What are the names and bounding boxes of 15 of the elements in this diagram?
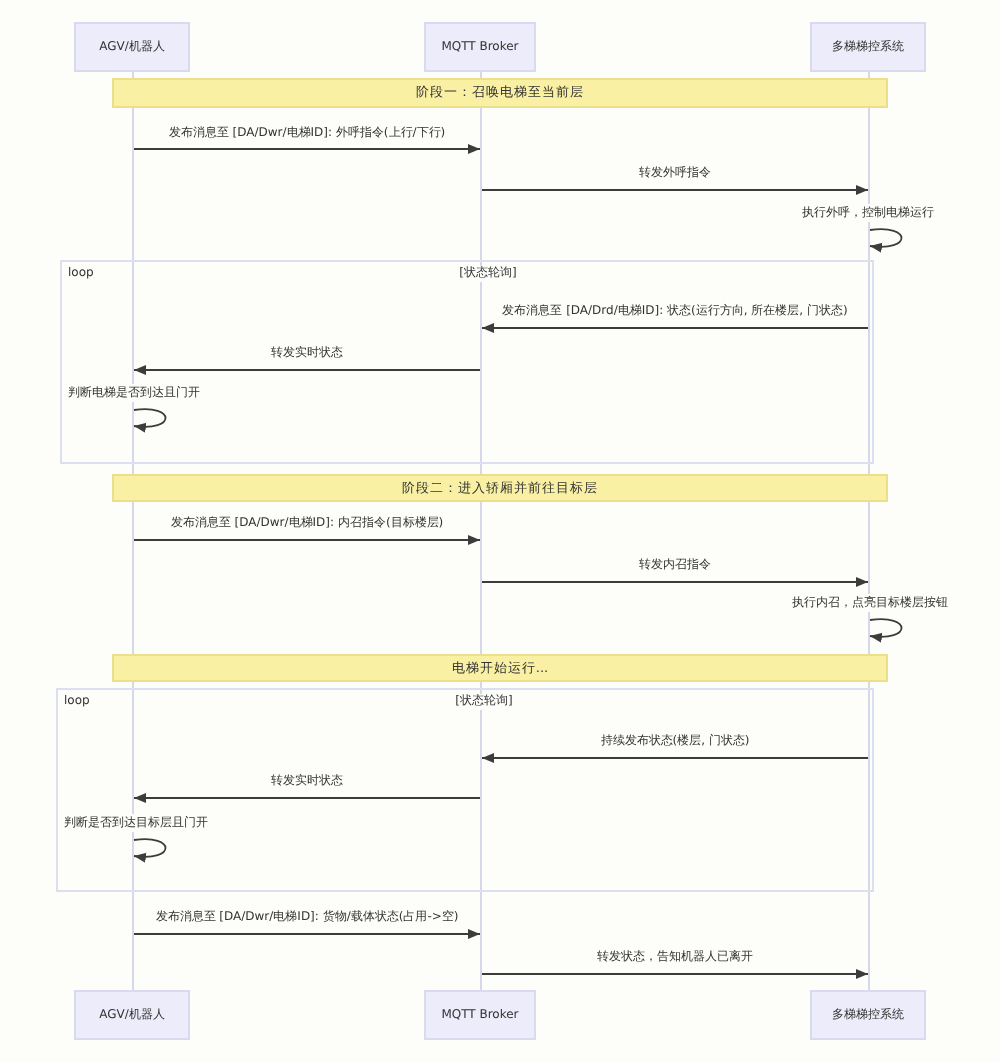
message-arrow [133,535,481,545]
message-arrow [133,365,481,375]
message-arrow [481,753,869,763]
self-message-arrow [869,228,903,252]
message-arrow [481,185,869,195]
self-message-arrow [133,408,167,432]
message-arrow [133,929,481,939]
message-arrow [481,323,869,333]
self-message-arrow [133,838,167,862]
message-arrow [133,793,481,803]
message-arrow [133,144,481,154]
self-message-arrow [869,618,903,642]
lifeline [480,72,482,990]
message-arrow [481,577,869,587]
message-arrow [481,969,869,979]
